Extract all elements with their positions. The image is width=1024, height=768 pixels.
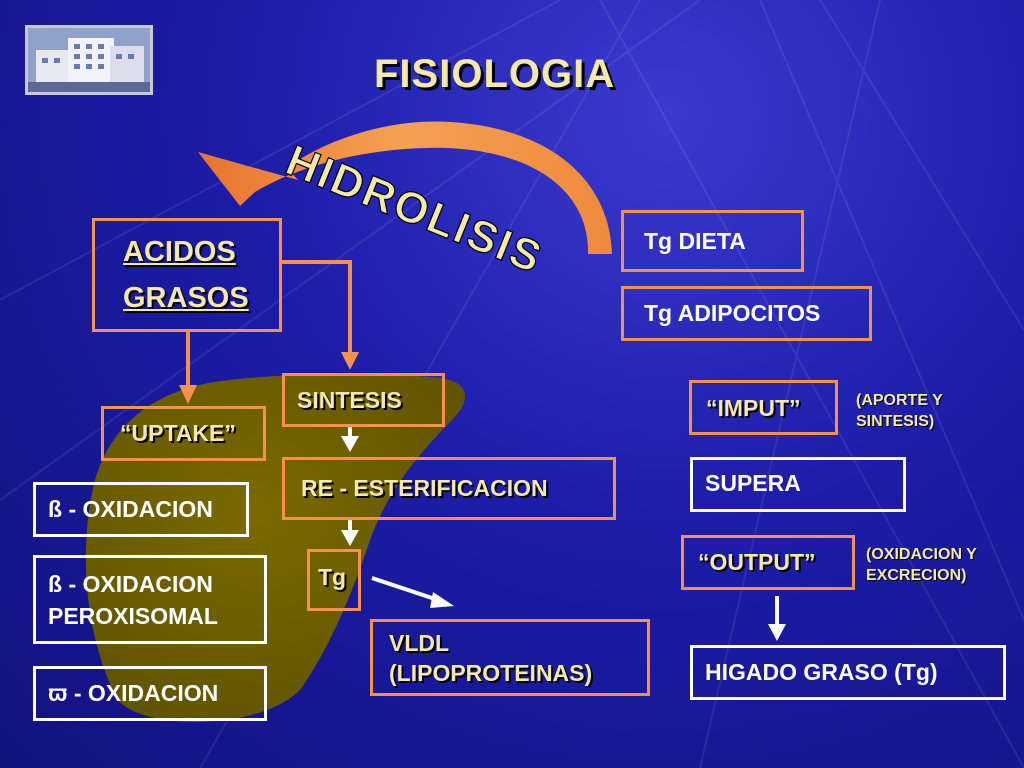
supera-label: SUPERA	[705, 470, 801, 496]
omega-oxidacion-box: ϖ - OXIDACION	[33, 666, 267, 721]
beta-oxidacion-peroxisomal-line1: ß - OXIDACION	[48, 570, 213, 597]
hidrolisis-arc	[198, 121, 612, 254]
tg-adipocitos-box: Tg ADIPOCITOS	[621, 286, 872, 341]
omega-oxidacion-label: ϖ - OXIDACION	[48, 680, 219, 706]
acidos-label: ACIDOS	[123, 236, 236, 268]
imput-note-line2: SINTESIS)	[856, 413, 935, 430]
re-esterificacion-box: RE - ESTERIFICACION	[282, 457, 616, 520]
grasos-label: GRASOS	[123, 282, 249, 314]
orange-connectors	[186, 260, 352, 388]
tg-box: Tg	[307, 549, 361, 611]
sintesis-box: SINTESIS	[282, 373, 445, 427]
tg-dieta-box: Tg DIETA	[621, 210, 804, 272]
lipoproteinas-label: (LIPOPROTEINAS)	[389, 659, 593, 686]
arrowhead-to-vldl	[430, 592, 454, 608]
beta-oxidacion-box: ß - OXIDACION	[33, 482, 249, 537]
page-title: FISIOLOGIA	[374, 52, 616, 96]
uptake-box: “UPTAKE”	[101, 406, 266, 461]
uptake-label: “UPTAKE”	[120, 420, 236, 446]
vldl-box: VLDL (LIPOPROTEINAS)	[370, 619, 650, 696]
output-note-line1: (OXIDACION Y	[866, 546, 977, 563]
imput-label: “IMPUT”	[706, 395, 801, 421]
arrowhead-to-re-esterificacion	[341, 436, 359, 452]
re-esterificacion-label: RE - ESTERIFICACION	[301, 475, 548, 501]
output-box: “OUTPUT”	[681, 535, 855, 590]
vldl-label: VLDL	[389, 629, 450, 656]
imput-note-line1: (APORTE Y	[856, 392, 943, 409]
imput-box: “IMPUT”	[689, 380, 838, 435]
higado-graso-label: HIGADO GRASO (Tg)	[705, 659, 938, 685]
output-label: “OUTPUT”	[698, 549, 816, 575]
supera-box: SUPERA	[690, 457, 906, 512]
beta-oxidacion-label: ß - OXIDACION	[48, 496, 213, 522]
beta-oxidacion-peroxisomal-box: ß - OXIDACION PEROXISOMAL	[33, 555, 267, 644]
arrowhead-to-higado-graso	[768, 624, 786, 641]
arrowhead-to-uptake	[179, 385, 197, 404]
tg-dieta-label: Tg DIETA	[644, 227, 746, 254]
output-note: (OXIDACION Y EXCRECION)	[866, 544, 977, 586]
sintesis-label: SINTESIS	[297, 386, 402, 413]
tg-adipocitos-label: Tg ADIPOCITOS	[644, 300, 821, 326]
arrowhead-to-sintesis	[341, 352, 359, 370]
hospital-logo	[25, 25, 153, 95]
tg-label: Tg	[318, 564, 347, 590]
arrowhead-to-tg	[341, 530, 359, 546]
beta-oxidacion-peroxisomal-line2: PEROXISOMAL	[48, 602, 218, 629]
output-note-line2: EXCRECION)	[866, 567, 967, 584]
imput-note: (APORTE Y SINTESIS)	[856, 390, 943, 432]
higado-graso-box: HIGADO GRASO (Tg)	[690, 645, 1006, 700]
acidos-grasos-box: ACIDOS GRASOS	[92, 218, 282, 332]
